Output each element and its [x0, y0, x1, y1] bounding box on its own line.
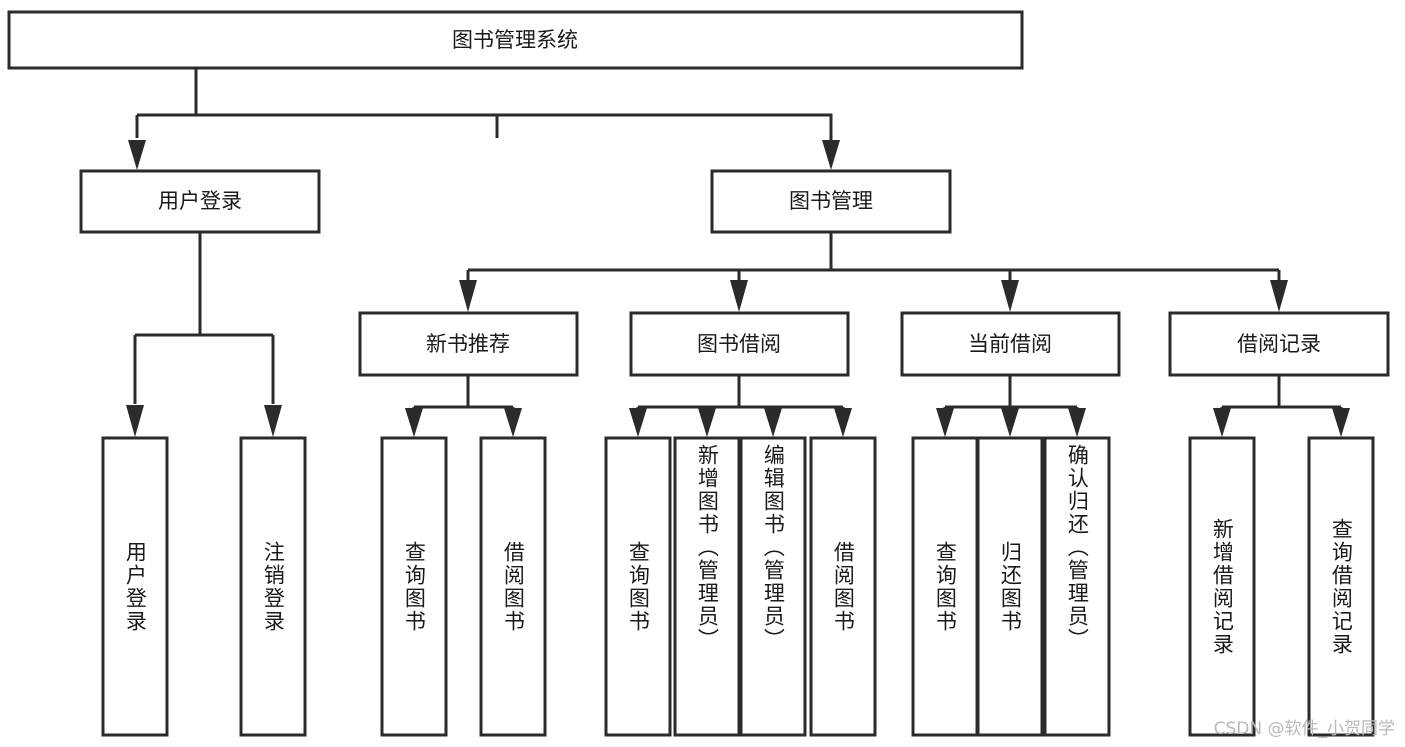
arrow-to-leaf-add-book — [698, 408, 716, 437]
arrow-to-leaf-query-book-1 — [405, 408, 423, 437]
node-leaf-query-record[interactable] — [1307, 436, 1375, 737]
connector-user-login-to-leaves — [126, 232, 282, 437]
node-leaf-add-book[interactable] — [673, 436, 741, 737]
connector-current-borrow-to-leaves — [936, 375, 1086, 437]
arrow-to-new-book-rec — [459, 280, 477, 312]
connector-borrow-record-to-leaves — [1213, 375, 1350, 437]
node-borrow-record-label: 借阅记录 — [1237, 332, 1321, 356]
node-leaf-query-book-1[interactable] — [380, 436, 448, 737]
connector-root-to-level2 — [128, 68, 840, 170]
node-leaf-borrow-book-1[interactable] — [479, 436, 547, 737]
arrow-to-leaf-borrow-book-2 — [834, 408, 852, 437]
arrow-to-book-mgmt — [822, 140, 840, 170]
arrow-to-leaf-query-book-2 — [629, 408, 647, 437]
connector-book-mgmt-to-level3 — [459, 232, 1288, 312]
arrow-to-leaf-add-record — [1213, 408, 1231, 437]
connector-new-book-rec-to-leaves — [405, 375, 522, 437]
arrow-to-leaf-return-book — [1001, 408, 1019, 437]
node-leaf-query-book-3[interactable] — [911, 436, 979, 737]
connector-book-borrow-to-leaves — [629, 375, 852, 437]
arrow-to-leaf-confirm-return — [1068, 408, 1086, 437]
node-user-login-label: 用户登录 — [158, 189, 242, 213]
node-current-borrow[interactable]: 当前借阅 — [900, 311, 1121, 377]
node-book-borrow-label: 图书借阅 — [697, 332, 781, 356]
node-book-mgmt[interactable]: 图书管理 — [710, 169, 952, 234]
arrow-to-borrow-record — [1270, 280, 1288, 312]
node-book-borrow[interactable]: 图书借阅 — [629, 311, 850, 377]
arrow-to-leaf-user-login — [126, 405, 144, 437]
node-leaf-add-record[interactable] — [1188, 436, 1256, 737]
node-leaf-borrow-book-2[interactable] — [809, 436, 877, 737]
node-borrow-record[interactable]: 借阅记录 — [1168, 311, 1390, 377]
node-new-book-rec[interactable]: 新书推荐 — [358, 311, 579, 377]
arrow-to-leaf-query-book-3 — [936, 408, 954, 437]
node-leaf-user-logout[interactable] — [239, 436, 307, 737]
node-leaf-edit-book[interactable] — [739, 436, 807, 737]
node-leaf-user-login[interactable] — [101, 436, 169, 737]
node-root-label: 图书管理系统 — [452, 28, 578, 52]
arrow-to-user-login — [128, 140, 146, 170]
arrow-to-leaf-borrow-book-1 — [504, 408, 522, 437]
node-current-borrow-label: 当前借阅 — [968, 332, 1052, 356]
node-new-book-rec-label: 新书推荐 — [426, 332, 510, 356]
arrow-to-leaf-query-record — [1332, 408, 1350, 437]
csdn-watermark: CSDN @软件_小贺同学 — [1213, 719, 1395, 739]
leaf-rects — [101, 436, 1375, 737]
node-leaf-confirm-return[interactable] — [1043, 436, 1111, 737]
arrow-to-leaf-edit-book — [764, 408, 782, 437]
node-leaf-return-book[interactable] — [976, 436, 1044, 737]
arrow-to-book-borrow — [730, 280, 748, 312]
arrow-to-current-borrow — [1001, 280, 1019, 312]
node-user-login[interactable]: 用户登录 — [79, 169, 321, 234]
node-book-mgmt-label: 图书管理 — [789, 189, 873, 213]
node-root[interactable]: 图书管理系统 — [7, 10, 1024, 70]
arrow-to-leaf-user-logout — [264, 405, 282, 437]
node-leaf-query-book-2[interactable] — [604, 436, 672, 737]
